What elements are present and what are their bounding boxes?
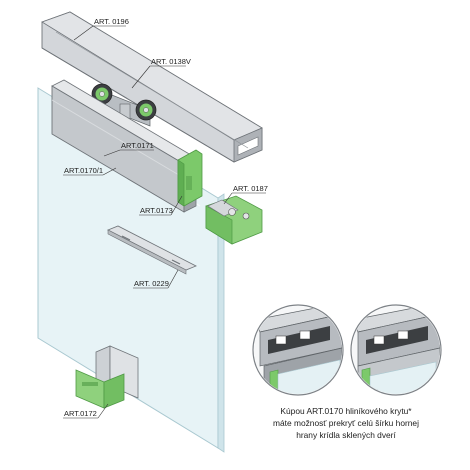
label-trolley: ART. 0138V xyxy=(151,57,191,66)
trolley xyxy=(91,83,157,131)
caption-line-2: máte možnosť prekryť celú šírku hornej xyxy=(273,418,419,428)
floor-guide xyxy=(75,345,139,409)
caption-line-3: hrany krídla sklených dverí xyxy=(296,430,396,440)
top-rail xyxy=(41,11,263,163)
caption-line-1: Kúpou ART.0170 hliníkového krytu* xyxy=(280,406,412,416)
label-floor-guide: ART.0172 xyxy=(64,409,97,418)
label-profile: ART.0170/1 xyxy=(64,166,103,175)
detail-circle-right xyxy=(350,304,442,396)
label-stopper: ART. 0187 xyxy=(233,184,268,193)
label-cover: ART.0171 xyxy=(121,141,154,150)
detail-circle-left xyxy=(252,304,344,396)
leader-lines xyxy=(63,25,266,419)
label-bar: ART. 0229 xyxy=(134,279,169,288)
label-end-cap: ART.0173 xyxy=(140,206,173,215)
end-cap xyxy=(177,149,203,207)
stopper xyxy=(205,195,263,245)
label-rail: ART. 0196 xyxy=(94,17,129,26)
flat-bar xyxy=(107,225,197,275)
